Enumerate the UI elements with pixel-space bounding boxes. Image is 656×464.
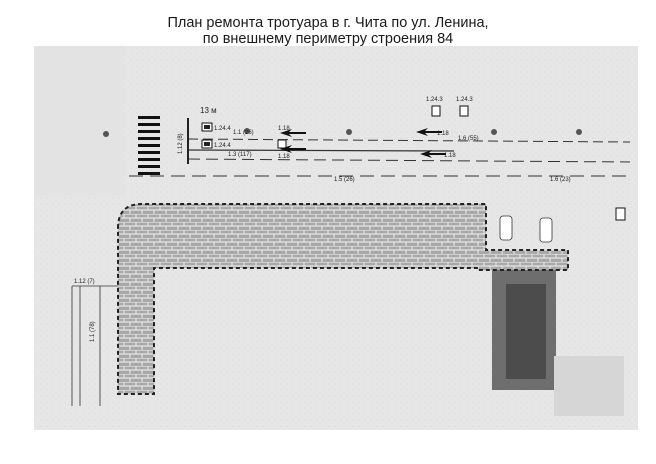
cross-street [34, 46, 124, 196]
vertical-label-2: 1.12 (7) [74, 279, 95, 285]
sign-label-4: 1.24.3 [456, 97, 473, 103]
sidewalk-paving [117, 203, 569, 395]
site-plan-drawing [34, 46, 638, 430]
lane-marking-solid [187, 149, 455, 152]
page-title-line-2: по внешнему периметру строения 84 [202, 31, 454, 47]
direction-arrows [280, 128, 446, 158]
guide-lines [71, 285, 118, 406]
arrow-label-2: 1.18 [278, 154, 290, 160]
vertical-label-3: 1.1 (78) [90, 321, 96, 342]
marking-label-1: 1.1 (26) [233, 130, 254, 136]
lane-marking-2 [187, 158, 631, 163]
arrow-label-4: 1.18 [444, 153, 456, 159]
arrow-label-1: 1.18 [278, 126, 290, 132]
parked-cars [499, 215, 553, 243]
site-plan-map: 13 м 1.24.4 1.24.4 1.24.3 1.24.3 1.1 (26… [34, 46, 638, 430]
arrow-label-3: 1.18 [437, 131, 449, 137]
marking-label-5: 1.6 (23) [550, 177, 571, 183]
crosswalk [138, 116, 160, 175]
lane-marking-1 [187, 138, 631, 143]
marking-label-4: 1.5 (26) [334, 177, 355, 183]
sign-label-2: 1.24.4 [214, 143, 231, 149]
road-signs [201, 105, 626, 221]
tree-cluster [506, 284, 546, 379]
scale-label: 13 м [200, 106, 217, 115]
page-title-line-1: План ремонта тротуара в г. Чита по ул. Л… [167, 15, 489, 31]
street-trees [103, 128, 582, 137]
sign-label-3: 1.24.3 [426, 97, 443, 103]
vertical-label-1: 1.12 (8) [178, 133, 184, 154]
courtyard [554, 356, 624, 416]
sign-label-1: 1.24.4 [214, 126, 231, 132]
marking-label-3: 1.6 (55) [458, 136, 479, 142]
marking-label-2: 1.3 (117) [228, 152, 252, 158]
